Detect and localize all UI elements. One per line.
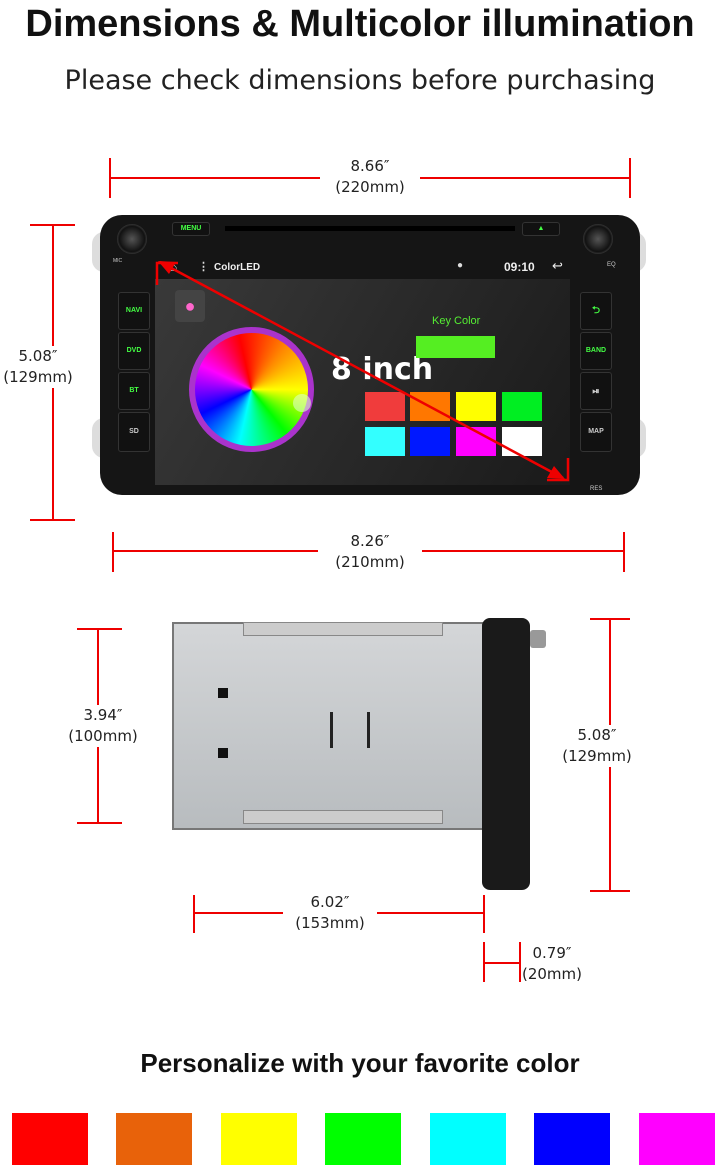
dimension-tick	[77, 822, 122, 824]
side-height-inches: 5.08″	[577, 726, 617, 744]
chassis-hole	[218, 748, 228, 758]
back-arrow-icon: ↩	[552, 258, 563, 273]
depth-label: 3.94″ (100mm)	[58, 705, 148, 747]
more-icon: ⋮	[198, 261, 209, 273]
menu-button: MENU	[172, 222, 210, 236]
eq-label: EQ	[607, 262, 616, 268]
color-wheel	[189, 327, 314, 452]
length-inches: 6.02″	[310, 893, 350, 911]
color-picker-handle	[293, 394, 311, 412]
height-label: 5.08″ (129mm)	[0, 346, 80, 388]
dimension-tick	[519, 942, 521, 982]
dimension-tick	[30, 519, 75, 521]
color-swatch-cyan	[430, 1113, 506, 1165]
bulb-icon: ●	[175, 290, 205, 322]
depth-mm: (100mm)	[68, 727, 138, 745]
navi-button: NAVI	[118, 292, 150, 330]
dimension-tick	[77, 628, 122, 630]
location-icon: ●	[457, 260, 464, 271]
palette-swatch	[365, 392, 405, 421]
chassis-side	[172, 622, 484, 830]
color-swatch-blue	[534, 1113, 610, 1165]
color-swatch-yellow	[221, 1113, 297, 1165]
length-label: 6.02″ (153mm)	[283, 892, 377, 934]
height-mm: (129mm)	[3, 368, 73, 386]
length-mm: (153mm)	[295, 914, 365, 932]
depth-inches: 3.94″	[83, 706, 123, 724]
play-pause-button: ⏯	[580, 372, 612, 410]
dimension-tick	[483, 895, 485, 933]
screen-width-label: 8.26″ (210mm)	[318, 531, 422, 573]
color-swatch-green	[325, 1113, 401, 1165]
chassis-rail	[243, 622, 443, 636]
color-swatch-magenta	[639, 1113, 715, 1165]
width-inches: 8.66″	[350, 157, 390, 175]
screen-width-mm: (210mm)	[335, 553, 405, 571]
chassis-bracket	[330, 712, 370, 748]
volume-knob	[117, 224, 147, 254]
left-buttons: NAVI DVD BT SD	[118, 292, 150, 452]
disc-slot	[225, 226, 515, 231]
key-color-swatch	[416, 336, 495, 358]
height-inches: 5.08″	[18, 347, 58, 365]
bt-button: BT	[118, 372, 150, 410]
color-swatch-orange	[116, 1113, 192, 1165]
palette-swatch	[502, 427, 542, 456]
eject-button: ▲	[522, 222, 560, 236]
palette-swatch	[502, 392, 542, 421]
map-button: MAP	[580, 412, 612, 452]
width-mm: (220mm)	[335, 178, 405, 196]
back-button: ⮌	[580, 292, 612, 330]
panel-inches: 0.79″	[532, 944, 572, 962]
chassis-hole	[218, 688, 228, 698]
chassis-rail	[243, 810, 443, 824]
knob-side	[530, 630, 546, 648]
diagonal-arrow	[155, 260, 570, 482]
status-bar	[155, 255, 570, 279]
width-label: 8.66″ (220mm)	[320, 156, 420, 198]
dimension-tick	[623, 532, 625, 572]
side-height-label: 5.08″ (129mm)	[552, 725, 642, 767]
screen-width-inches: 8.26″	[350, 532, 390, 550]
app-title: ColorLED	[214, 262, 261, 273]
dimension-tick	[109, 158, 111, 198]
band-button: BAND	[580, 332, 612, 370]
page-title: Dimensions & Multicolor illumination	[25, 3, 695, 45]
panel-label: 0.79″ (20mm)	[517, 943, 587, 985]
dimension-tick	[483, 942, 485, 982]
home-icon: ⌂	[170, 260, 178, 274]
side-height-mm: (129mm)	[562, 747, 632, 765]
subtitle: Please check dimensions before purchasin…	[64, 65, 656, 96]
key-color-label: Key Color	[432, 315, 481, 327]
panel-dimension-line	[485, 962, 519, 964]
color-swatch-red	[12, 1113, 88, 1165]
clock: 09:10	[504, 260, 535, 274]
dimension-tick	[590, 618, 630, 620]
panel-mm: (20mm)	[521, 965, 582, 983]
palette-swatch	[410, 427, 450, 456]
mic-label: MIC	[113, 258, 123, 264]
personalize-heading: Personalize with your favorite color	[140, 1048, 580, 1078]
dimension-tick	[30, 224, 75, 226]
right-buttons: ⮌ BAND ⏯ MAP	[580, 292, 612, 452]
palette-swatch	[456, 392, 496, 421]
dimension-tick	[629, 158, 631, 198]
dimension-tick	[193, 895, 195, 933]
tune-knob	[583, 224, 613, 254]
dvd-button: DVD	[118, 332, 150, 370]
dimension-tick	[590, 890, 630, 892]
palette-swatch	[365, 427, 405, 456]
res-label: RES	[590, 486, 603, 492]
dimension-tick	[112, 532, 114, 572]
sd-button: SD	[118, 412, 150, 452]
front-panel-side	[482, 618, 530, 890]
